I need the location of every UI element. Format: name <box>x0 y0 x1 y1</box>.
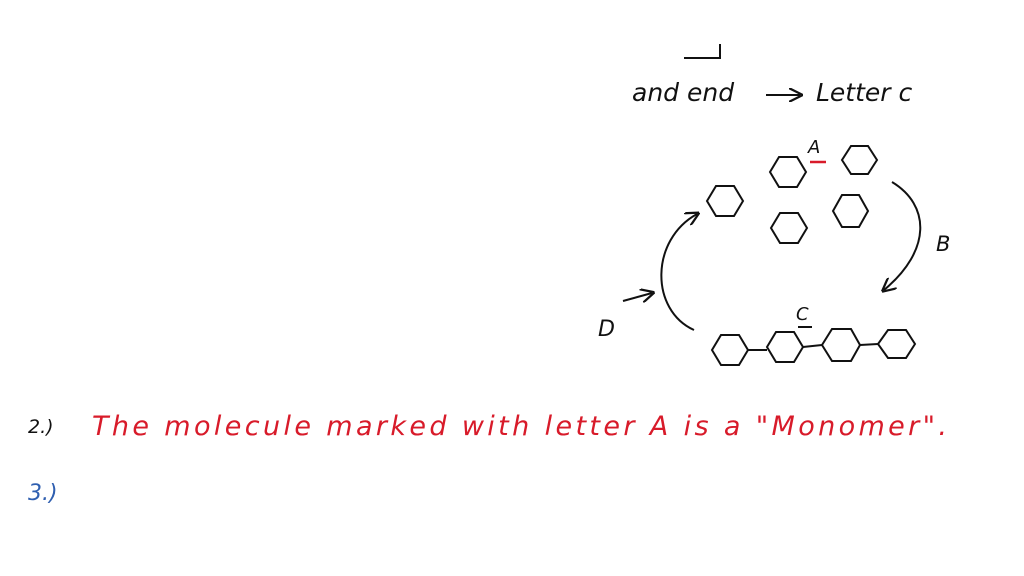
top-corner-stroke <box>684 44 721 59</box>
monomer-hexagon <box>831 194 870 228</box>
label-b: B <box>936 232 950 256</box>
polymer-bond <box>802 344 823 348</box>
polymer-hexagon <box>820 328 862 362</box>
monomer-hexagon <box>768 156 808 188</box>
polymer-hexagon <box>765 331 805 363</box>
monomer-hexagon <box>705 185 745 217</box>
monomer-hexagon-a <box>840 145 879 175</box>
top-target: Letter c <box>816 78 913 107</box>
arrow-d-pointer <box>622 293 652 301</box>
arrow-b <box>884 181 922 290</box>
answer-2-text: The molecule marked with letter A is a "… <box>92 411 947 442</box>
top-phrase: and end <box>632 78 734 107</box>
label-c: C <box>796 304 809 325</box>
polymer-hexagon <box>710 334 750 366</box>
label-a: A <box>807 137 820 158</box>
polymer-hexagon <box>876 329 917 359</box>
arrow-d-curve <box>660 214 697 331</box>
answer-3-number: 3.) <box>28 481 58 506</box>
label-d: D <box>598 317 615 342</box>
polymer-chain <box>710 328 917 366</box>
monomer-hexagon <box>769 212 809 244</box>
answer-2-number: 2.) <box>28 416 54 438</box>
polymer-bond <box>859 343 879 346</box>
